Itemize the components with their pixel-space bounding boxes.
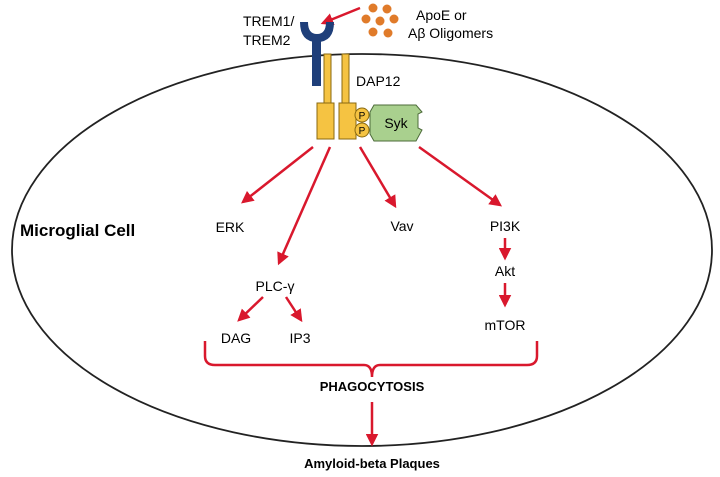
ligand-label-line2: Aβ Oligomers <box>408 25 493 41</box>
arrow-to-pi3k <box>418 145 503 207</box>
ligand-dots <box>361 3 399 38</box>
syk-kinase <box>369 104 423 142</box>
phosphate-1-label: P <box>359 111 366 122</box>
arrow-to-vav <box>358 146 397 209</box>
dap12-label: DAP12 <box>356 73 401 89</box>
cell-label: Microglial Cell <box>20 221 135 240</box>
node-akt: Akt <box>495 263 515 279</box>
signaling-arrows <box>237 145 512 447</box>
receptor-label-line1: TREM1/ <box>243 13 294 29</box>
outcome-bracket <box>203 341 539 378</box>
ligand-label-line1: ApoE or <box>416 7 467 23</box>
node-mtor: mTOR <box>485 317 526 333</box>
node-pi3k: PI3K <box>490 218 521 234</box>
phosphate-1 <box>354 107 370 123</box>
arrow-to-dag <box>237 296 264 322</box>
phosphate-2-label: P <box>359 126 366 137</box>
arrow-to-plc <box>277 146 332 266</box>
node-vav: Vav <box>390 218 413 234</box>
plaques-label: Amyloid-beta Plaques <box>304 456 440 471</box>
node-erk: ERK <box>216 219 245 235</box>
arrow-to-ip3 <box>284 296 303 323</box>
dap12-adaptor <box>316 53 357 140</box>
ligand-binding-arrow <box>320 6 361 26</box>
phagocytosis-label: PHAGOCYTOSIS <box>320 379 425 394</box>
trem-receptor <box>300 22 334 86</box>
syk-label: Syk <box>384 115 408 131</box>
arrow-to-erk <box>241 146 314 204</box>
receptor-label-line2: TREM2 <box>243 32 291 48</box>
phosphate-2 <box>354 122 370 138</box>
node-dag: DAG <box>221 330 251 346</box>
node-ip3: IP3 <box>289 330 310 346</box>
cell-membrane <box>11 53 713 447</box>
node-plc-gamma: PLC-γ <box>256 278 295 294</box>
